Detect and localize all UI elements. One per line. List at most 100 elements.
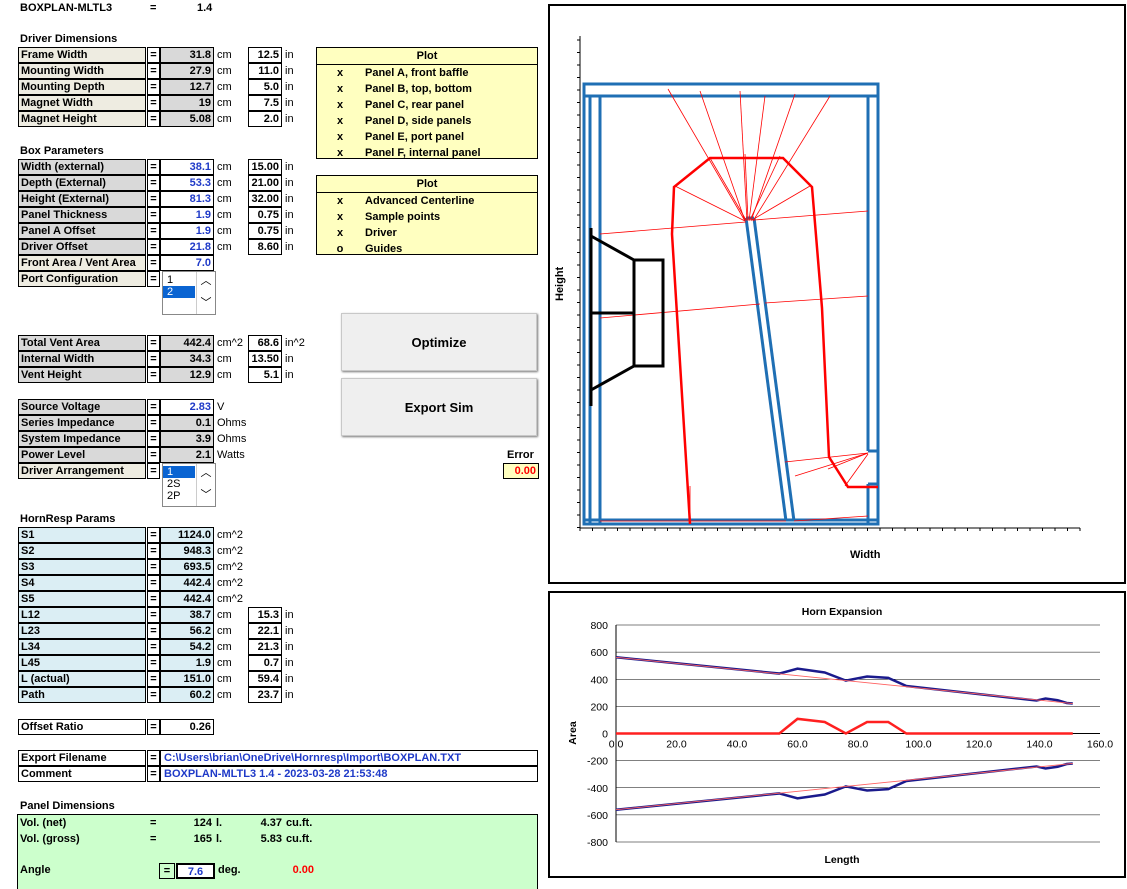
vent-1-value2: 13.50 (248, 351, 282, 367)
option-mark[interactable]: x (336, 147, 344, 159)
eq: = (147, 223, 160, 239)
hornresp-path-value: 60.2 (160, 687, 214, 703)
hornresp-s5-label: S5 (18, 591, 146, 607)
box-param-1-value[interactable]: 53.3 (160, 175, 214, 191)
hornresp-l45-label: L45 (18, 655, 146, 671)
eq: = (147, 766, 160, 782)
option-label: Sample points (365, 211, 441, 223)
box-param-0-label: Width (external) (18, 159, 146, 175)
box-param-5-value[interactable]: 21.8 (160, 239, 214, 255)
eq: = (147, 175, 160, 191)
option-mark[interactable]: x (336, 211, 344, 223)
eq: = (147, 575, 160, 591)
driver-dim-1-unit: cm (217, 65, 232, 77)
driver-dim-4-value: 5.08 (160, 111, 214, 127)
angle-extra: 0.00 (292, 864, 314, 876)
option-mark[interactable]: o (336, 243, 344, 255)
vent-2-unit2: in (285, 369, 294, 381)
port-option-1[interactable]: 1 (167, 274, 174, 286)
driver-dim-2-value: 12.7 (160, 79, 214, 95)
y-tick-label: -800 (587, 837, 608, 849)
option-label: Driver (365, 227, 397, 239)
eq: = (147, 719, 160, 735)
elec-0-label: Source Voltage (18, 399, 146, 415)
vol-gross-label: Vol. (gross) (20, 833, 80, 845)
port-option-2[interactable]: 2 (163, 286, 195, 298)
eq: = (147, 591, 160, 607)
hornresp-l-actual--label: L (actual) (18, 671, 146, 687)
chevron-down-icon[interactable]: ﹀ (200, 489, 212, 501)
export-sim-button[interactable]: Export Sim (341, 378, 537, 436)
arrangement-option-2p[interactable]: 2P (167, 490, 181, 502)
version: 1.4 (197, 2, 213, 14)
driver-arrangement-listbox[interactable]: 1 2S 2P ︿﹀ (162, 463, 216, 507)
front-area-value[interactable]: 7.0 (160, 255, 214, 271)
eq: = (147, 559, 160, 575)
option-mark[interactable]: x (336, 83, 344, 95)
chevron-up-icon[interactable]: ︿ (200, 467, 212, 479)
option-mark[interactable]: x (336, 131, 344, 143)
vent-0-unit: cm^2 (217, 337, 243, 349)
y-tick-label: -600 (587, 810, 608, 822)
driver-dim-2-unit2: in (285, 81, 294, 93)
driver-dim-2-value2: 5.0 (248, 79, 282, 95)
elec-0-value[interactable]: 2.83 (160, 399, 214, 415)
box-param-4-unit: cm (217, 225, 232, 237)
box-param-2-value[interactable]: 81.3 (160, 191, 214, 207)
arrangement-option-1[interactable]: 1 (163, 466, 195, 478)
driver-dim-3-value2: 7.5 (248, 95, 282, 111)
hornresp-s3-unit: cm^2 (217, 561, 243, 573)
option-mark[interactable]: x (336, 115, 344, 127)
box-param-4-unit2: in (285, 225, 294, 237)
box-param-1-unit2: in (285, 177, 294, 189)
chevron-down-icon[interactable]: ﹀ (200, 297, 212, 309)
comment-field[interactable]: BOXPLAN-MLTL3 1.4 - 2023-03-28 21:53:48 (160, 766, 538, 782)
eq: = (147, 527, 160, 543)
plot2-option[interactable]: x Sample points (317, 209, 537, 225)
optimize-button[interactable]: Optimize (341, 313, 537, 371)
plot2-option[interactable]: x Driver (317, 225, 537, 241)
box-param-4-value[interactable]: 1.9 (160, 223, 214, 239)
option-mark[interactable]: x (336, 67, 344, 79)
horn-expansion-chart: Horn Expansion Length Area 8006004002000… (567, 606, 1113, 866)
box-panels (582, 82, 880, 526)
option-label: Panel A, front baffle (365, 67, 469, 79)
angle-value[interactable]: 7.6 (176, 863, 215, 879)
listbox-scrollbar[interactable]: ︿﹀ (196, 464, 215, 506)
driver-dim-3-unit: cm (217, 97, 232, 109)
chevron-up-icon[interactable]: ︿ (200, 275, 212, 287)
box-param-0-value[interactable]: 38.1 (160, 159, 214, 175)
port-config-listbox[interactable]: 1 2 ︿﹀ (162, 271, 216, 315)
vent-2-label: Vent Height (18, 367, 146, 383)
x-tick-label: 20.0 (666, 739, 687, 751)
listbox-scrollbar[interactable]: ︿﹀ (196, 272, 215, 314)
hornresp-s5-value: 442.4 (160, 591, 214, 607)
arrangement-option-2s[interactable]: 2S (167, 478, 181, 490)
plot1-option[interactable]: x Panel A, front baffle (317, 65, 537, 81)
eq: = (147, 351, 160, 367)
export-filename-label: Export Filename (18, 750, 146, 766)
series-line-1 (615, 762, 1073, 811)
hornresp-l-actual--unit2: in (285, 673, 294, 685)
box-param-3-unit2: in (285, 209, 294, 221)
series-line-0 (615, 656, 1073, 705)
driver-dim-4-unit2: in (285, 113, 294, 125)
option-mark[interactable]: x (336, 99, 344, 111)
box-param-3-value2: 0.75 (248, 207, 282, 223)
eq: = (147, 63, 160, 79)
vent-1-unit: cm (217, 353, 232, 365)
export-filename-field[interactable]: C:\Users\brian\OneDrive\Hornresp\Import\… (160, 750, 538, 766)
hornresp-l12-value2: 15.3 (248, 607, 282, 623)
eq: = (147, 79, 160, 95)
option-mark[interactable]: x (336, 195, 344, 207)
box-param-3-value[interactable]: 1.9 (160, 207, 214, 223)
hornresp-l45-unit: cm (217, 657, 232, 669)
option-mark[interactable]: x (336, 227, 344, 239)
